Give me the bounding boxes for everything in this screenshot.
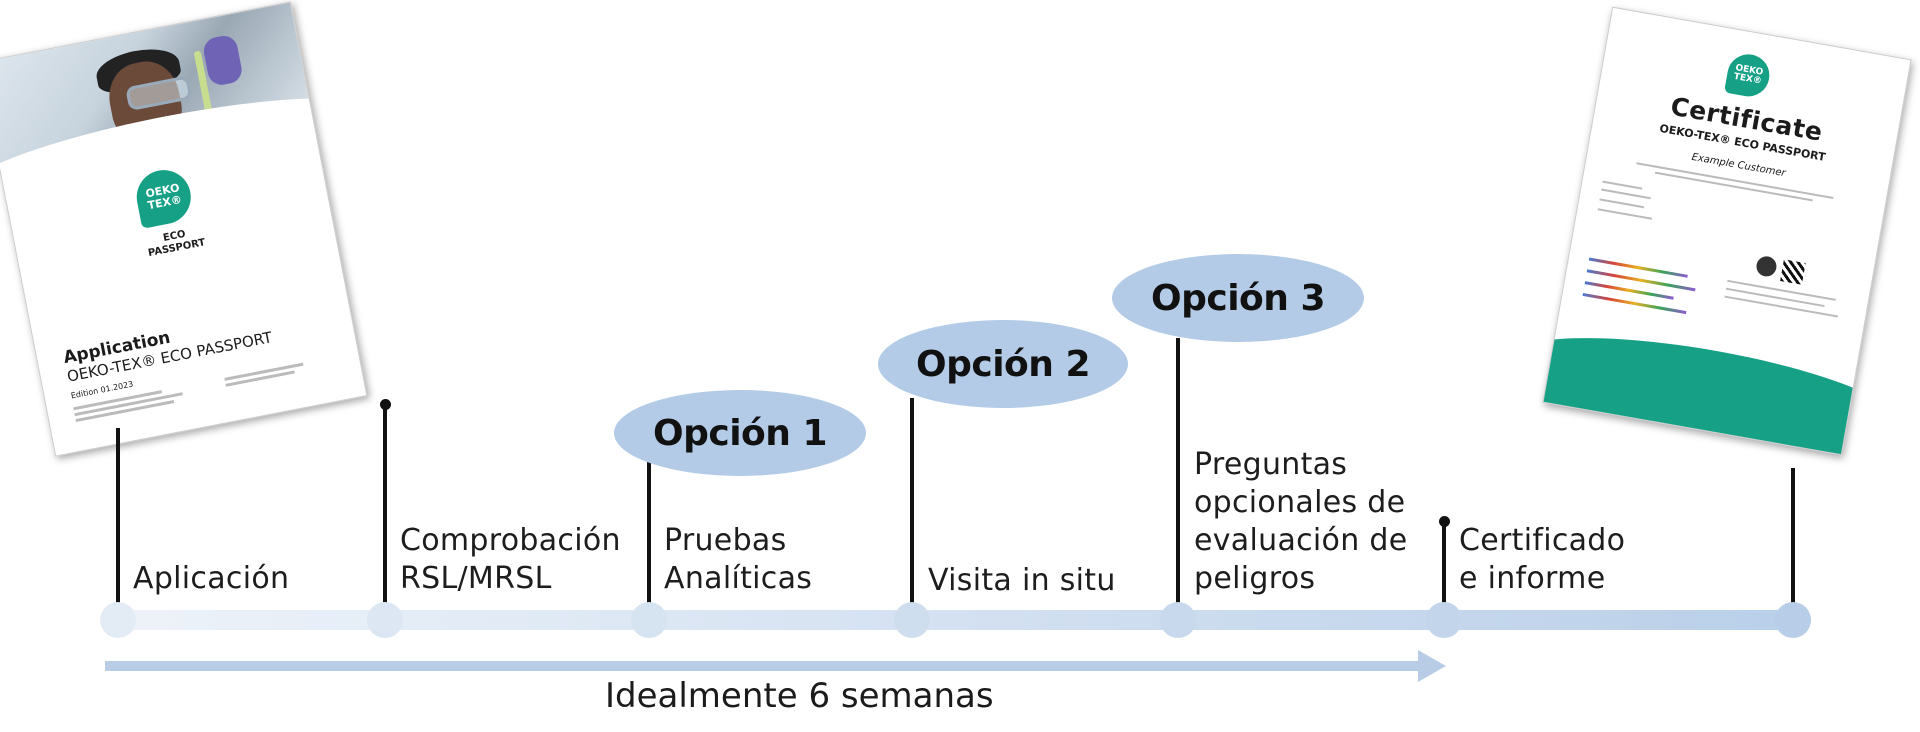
qr-code-icon (1780, 259, 1806, 285)
step-line-end (1791, 468, 1795, 610)
step-label-line: Pruebas (664, 523, 787, 558)
oeko-tex-logo-icon: OEKO TEX® (1724, 51, 1773, 100)
step-line-aplicacion (116, 428, 120, 610)
timeline-node (367, 602, 403, 638)
step-label-preguntas: Preguntas opcionales de evaluación de pe… (1194, 446, 1407, 598)
step-dot-rsl (380, 399, 391, 410)
fine-print (1597, 208, 1653, 220)
step-label-line: opcionales de (1194, 485, 1406, 520)
arrow-right-icon (1418, 650, 1446, 682)
fine-print (1601, 188, 1651, 200)
step-line-rsl (383, 404, 387, 610)
step-line-visita (910, 398, 914, 610)
step-label-line: e informe (1459, 561, 1606, 596)
fine-print (1599, 198, 1645, 209)
option-1-ellipse: Opción 1 (614, 390, 866, 476)
step-label-pruebas: Pruebas Analíticas (664, 522, 812, 598)
duration-arrow-line (105, 661, 1420, 671)
step-label-line: Preguntas (1194, 447, 1348, 482)
step-label-certificado: Certificado e informe (1459, 522, 1625, 598)
step-label-rsl: Comprobación RSL/MRSL (400, 522, 621, 598)
step-label-line: peligros (1194, 561, 1316, 596)
step-label-line: Aplicación (133, 561, 290, 596)
option-3-label: Opción 3 (1151, 277, 1326, 319)
step-label-line: Comprobación (400, 523, 621, 558)
timeline-node (894, 602, 930, 638)
application-brochure-image: OEKO TEX® ECO PASSPORT Application OEKO-… (0, 1, 368, 457)
option-2-ellipse: Opción 2 (878, 320, 1128, 408)
step-line-preguntas (1176, 338, 1180, 610)
timeline-node (1775, 602, 1811, 638)
timeline-node (100, 602, 136, 638)
step-label-line: Analíticas (664, 561, 813, 596)
certificate-image: OEKO TEX® Certificate OEKO-TEX® ECO PASS… (1542, 6, 1912, 456)
step-label-line: Certificado (1459, 523, 1626, 558)
step-label-line: evaluación de (1194, 523, 1408, 558)
timeline-node (1160, 602, 1196, 638)
seal-icon (1754, 254, 1779, 278)
timeline-node (631, 602, 667, 638)
step-label-line: RSL/MRSL (400, 561, 552, 596)
step-dot-certificado (1439, 516, 1450, 527)
step-line-certificado (1442, 521, 1446, 610)
option-2-label: Opción 2 (916, 343, 1091, 385)
step-label-line: Visita in situ (928, 563, 1116, 598)
certificate-green-band (1542, 316, 1912, 456)
timeline-node (1426, 602, 1462, 638)
timeline-bar (100, 610, 1810, 630)
step-line-pruebas (647, 462, 651, 610)
option-1-label: Opción 1 (653, 412, 828, 454)
fine-print (1602, 180, 1643, 190)
option-3-ellipse: Opción 3 (1112, 254, 1364, 342)
step-label-visita: Visita in situ (928, 562, 1116, 600)
step-label-aplicacion: Aplicación (133, 560, 289, 598)
duration-label: Idealmente 6 semanas (605, 676, 994, 716)
